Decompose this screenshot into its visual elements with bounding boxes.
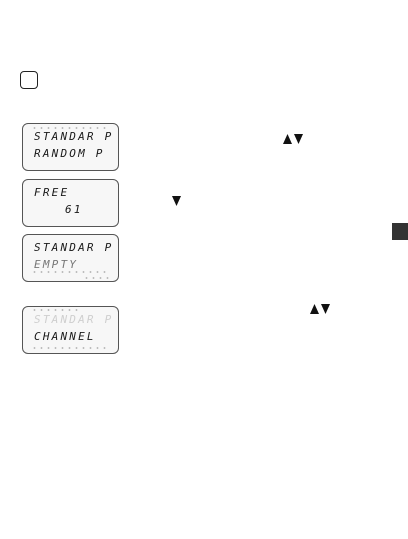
- lcd-line-1: STANDAR P: [34, 131, 113, 143]
- lcd-display-free: FREE 61: [22, 179, 119, 227]
- lcd-segment-dots: [31, 309, 78, 311]
- down-arrow-icon: [172, 196, 181, 206]
- lcd-line-2: EMPTY: [34, 259, 78, 271]
- up-down-arrows-icon: [310, 304, 330, 314]
- up-down-arrows-icon: [283, 134, 303, 144]
- lcd-line-2: 61: [65, 204, 83, 216]
- lcd-line-2: RANDOM P: [34, 148, 105, 160]
- lcd-segment-dots: [31, 127, 110, 129]
- lcd-segment-dots: [31, 347, 110, 349]
- step-marker-box: [20, 71, 38, 89]
- lcd-line-1: FREE: [34, 187, 69, 199]
- lcd-line-1: STANDAR P: [34, 242, 113, 254]
- lcd-display-standard-random: STANDAR P RANDOM P: [22, 123, 119, 171]
- lcd-segment-dots: [83, 277, 110, 279]
- lcd-display-standard-channel: STANDAR P CHANNEL: [22, 306, 119, 354]
- lcd-line-2: CHANNEL: [34, 331, 96, 343]
- lcd-segment-dots: [31, 271, 110, 273]
- lcd-display-standard-empty: STANDAR P EMPTY: [22, 234, 119, 282]
- section-tab-marker: [392, 223, 408, 240]
- lcd-line-1: STANDAR P: [34, 314, 113, 326]
